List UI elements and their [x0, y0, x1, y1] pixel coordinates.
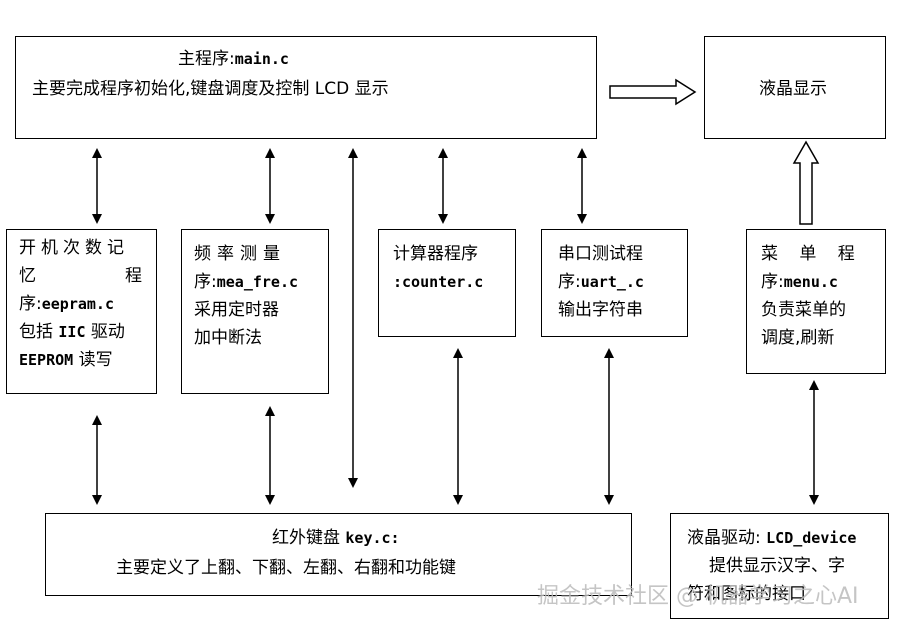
- counter-box: 计算器程序 :counter.c: [378, 229, 516, 337]
- main-title-code: main.c: [234, 50, 289, 68]
- uart-line-1: 串口测试程: [558, 244, 643, 264]
- uart-line-2: 序:uart_.c: [558, 268, 687, 296]
- main-program-title: 主程序:main.c: [178, 45, 289, 73]
- eeprom-line-3: 序:eepram.c: [19, 290, 156, 318]
- lcd-driver-box: 液晶驱动: LCD_device 提供显示汉字、字 符和图标的接口: [670, 513, 889, 619]
- eeprom-line-3a: 序:: [19, 294, 42, 314]
- eeprom-line-5b: 读写: [73, 350, 113, 370]
- eeprom-line-2: 忆程: [19, 262, 156, 290]
- key-box: 红外键盘 key.c: 主要定义了上翻、下翻、左翻、右翻和功能键: [45, 513, 632, 596]
- menu-box: 菜 单 程 序:menu.c 负责菜单的 调度,刷新: [746, 229, 886, 374]
- key-title-prefix: 红外键盘: [272, 528, 346, 548]
- menu-line-1: 菜 单 程: [761, 244, 863, 264]
- eeprom-line-4b: IIC: [58, 323, 86, 341]
- eeprom-line-4: 包括 IIC 驱动: [19, 318, 156, 346]
- freq-measure-box: 频率测量 序:mea_fre.c 采用定时器 加中断法: [181, 229, 329, 394]
- menu-line-2b: menu.c: [783, 273, 838, 291]
- eeprom-line-4c: 驱动: [85, 322, 125, 342]
- eeprom-line-5: EEPROM 读写: [19, 346, 156, 374]
- lcd-display-label: 液晶显示: [759, 79, 827, 99]
- menu-line-2a: 序:: [761, 272, 784, 292]
- main-program-box: 主程序:main.c 主要完成程序初始化,键盘调度及控制 LCD 显示: [15, 36, 597, 139]
- eeprom-line-3b: eepram.c: [41, 295, 114, 313]
- lcd-driver-title-prefix: 液晶驱动:: [687, 528, 767, 548]
- eeprom-line-4a: 包括: [19, 322, 59, 342]
- menu-line-3: 负责菜单的: [761, 300, 846, 320]
- uart-line-2a: 序:: [558, 272, 581, 292]
- menu-line-2: 序:menu.c: [761, 268, 885, 296]
- main-program-desc: 主要完成程序初始化,键盘调度及控制 LCD 显示: [32, 79, 389, 99]
- key-title-code: key.c:: [345, 529, 400, 547]
- lcd-driver-title-code: LCD_device: [766, 529, 857, 547]
- key-title: 红外键盘 key.c:: [272, 524, 400, 552]
- key-desc: 主要定义了上翻、下翻、左翻、右翻和功能键: [116, 558, 456, 578]
- counter-line-1: 计算器程序: [393, 244, 478, 264]
- freq-line-2a: 序:: [194, 272, 217, 292]
- uart-box: 串口测试程 序:uart_.c 输出字符串: [541, 229, 688, 337]
- eeprom-line-5a: EEPROM: [19, 351, 74, 369]
- watermark-text: 掘金技术社区 @ 机器学习之心AI: [537, 584, 859, 609]
- hollow-arrow-main-to-lcd: [609, 78, 697, 106]
- main-title-prefix: 主程序:: [178, 49, 235, 69]
- eeprom-box: 开机次数记 忆程 序:eepram.c 包括 IIC 驱动 EEPROM 读写: [6, 229, 157, 394]
- counter-line-2: :counter.c: [393, 273, 484, 291]
- uart-line-2b: uart_.c: [580, 273, 644, 291]
- uart-line-3: 输出字符串: [558, 300, 643, 320]
- eeprom-line-2b: 程: [125, 266, 142, 286]
- hollow-arrow-menu-to-lcd: [792, 140, 820, 225]
- lcd-driver-line-3: 符和图标的接口: [687, 584, 806, 604]
- lcd-driver-line-2: 提供显示汉字、字: [709, 556, 845, 576]
- freq-line-2: 序:mea_fre.c: [194, 268, 328, 296]
- lcd-display-box: 液晶显示: [704, 36, 886, 139]
- freq-line-2b: mea_fre.c: [216, 273, 299, 291]
- freq-line-4: 加中断法: [194, 328, 262, 348]
- lcd-driver-title: 液晶驱动: LCD_device: [687, 524, 888, 552]
- menu-line-4: 调度,刷新: [761, 328, 835, 348]
- eeprom-line-1: 开机次数记: [19, 238, 129, 258]
- freq-line-1: 频率测量: [194, 244, 286, 264]
- eeprom-line-2a: 忆: [19, 266, 36, 286]
- freq-line-3: 采用定时器: [194, 300, 279, 320]
